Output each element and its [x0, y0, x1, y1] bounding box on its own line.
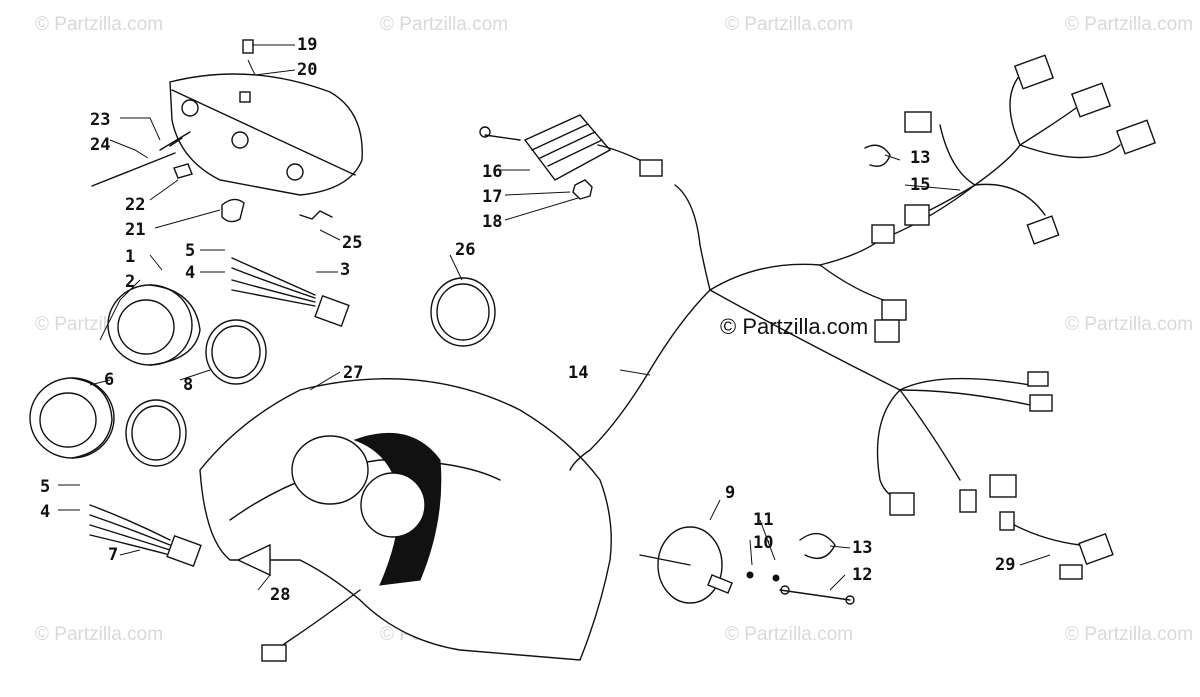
callout-11: 11 [753, 510, 773, 530]
callout-2: 2 [125, 272, 135, 292]
watermark-text: © Partzilla.com [35, 14, 163, 35]
callout-12: 12 [852, 565, 872, 585]
watermark-text: © Partzilla.com [1065, 14, 1193, 35]
callout-22: 22 [125, 195, 145, 215]
callout-5b: 5 [40, 477, 50, 497]
callout-4b: 4 [40, 502, 50, 522]
callout-29: 29 [995, 555, 1015, 575]
callout-13b: 13 [852, 538, 872, 558]
callout-3: 3 [340, 260, 350, 280]
watermark-text: © Partzilla.com [725, 14, 853, 35]
callout-21: 21 [125, 220, 145, 240]
callout-24: 24 [90, 135, 110, 155]
callout-8: 8 [183, 375, 193, 395]
callout-7: 7 [108, 545, 118, 565]
center-watermark: © Partzilla.com [720, 314, 868, 339]
callout-20: 20 [297, 60, 317, 80]
voltage-regulator [479, 114, 663, 200]
callout-18: 18 [482, 212, 502, 232]
watermark-text: © Partzilla.com [380, 14, 508, 35]
callout-5a: 5 [185, 241, 195, 261]
callout-6: 6 [104, 370, 114, 390]
callout-17: 17 [482, 187, 502, 207]
watermark-text: © Partzilla.com [1065, 624, 1193, 645]
dash-panel [199, 378, 612, 662]
callout-26: 26 [455, 240, 475, 260]
callout-9: 9 [725, 483, 735, 503]
callout-15: 15 [910, 175, 930, 195]
callout-14: 14 [568, 363, 588, 383]
callout-23: 23 [90, 110, 110, 130]
callout-25: 25 [342, 233, 362, 253]
watermark-text: © Partzilla.com [35, 624, 163, 645]
watermark-text: © Partzilla.com [1065, 314, 1193, 335]
callout-1: 1 [125, 247, 135, 267]
callout-19: 19 [297, 35, 317, 55]
callout-13a: 13 [910, 148, 930, 168]
main-wire-harness [569, 54, 1157, 580]
gauge-wire-harnesses [89, 257, 350, 568]
callout-labels: 19 20 23 24 22 21 25 1 2 5 4 3 6 8 5 4 7… [40, 35, 1015, 605]
callout-28: 28 [270, 585, 290, 605]
leader-lines [58, 44, 1051, 591]
callout-10: 10 [753, 533, 773, 553]
lower-indicator-parts [639, 144, 891, 605]
callout-4a: 4 [185, 263, 195, 283]
callout-27: 27 [343, 363, 363, 383]
watermark-text: © Partzilla.com [725, 624, 853, 645]
gauge-assembly [29, 277, 496, 467]
headlight-assembly [91, 39, 363, 223]
callout-16: 16 [482, 162, 502, 182]
